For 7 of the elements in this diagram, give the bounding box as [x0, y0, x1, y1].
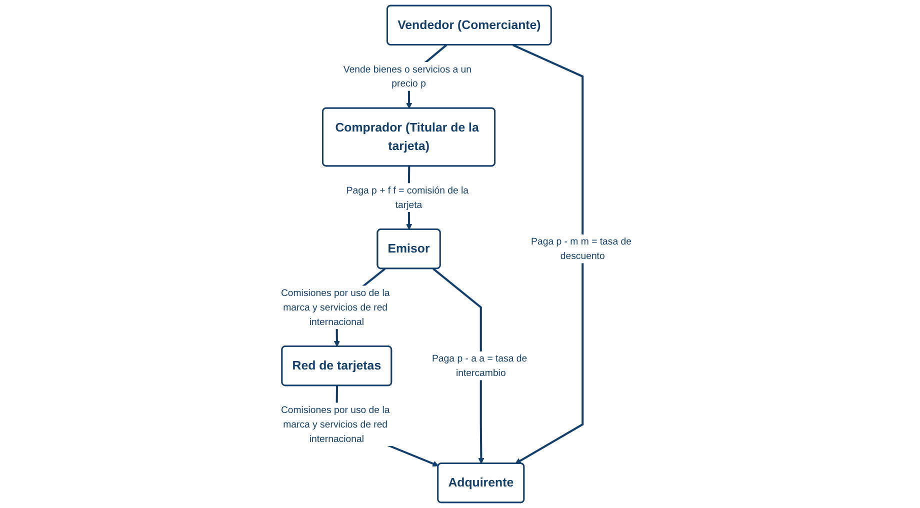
edge-label: Vende bienes o servicios a un precio p — [344, 63, 472, 89]
edge-label: Comisiones por uso de la marca y servicios de red internacional — [281, 287, 390, 327]
edge-label: Comisiones por uso de la marca y servicios de red internacional — [281, 404, 390, 444]
edge-label: Paga p - a a = tasa de intercambio — [432, 352, 528, 378]
edge-label: Paga p + f f = comisión de la tarjeta — [346, 184, 469, 210]
edge-label: Paga p - m m = tasa de descuento — [531, 236, 632, 262]
arrow — [512, 44, 584, 464]
